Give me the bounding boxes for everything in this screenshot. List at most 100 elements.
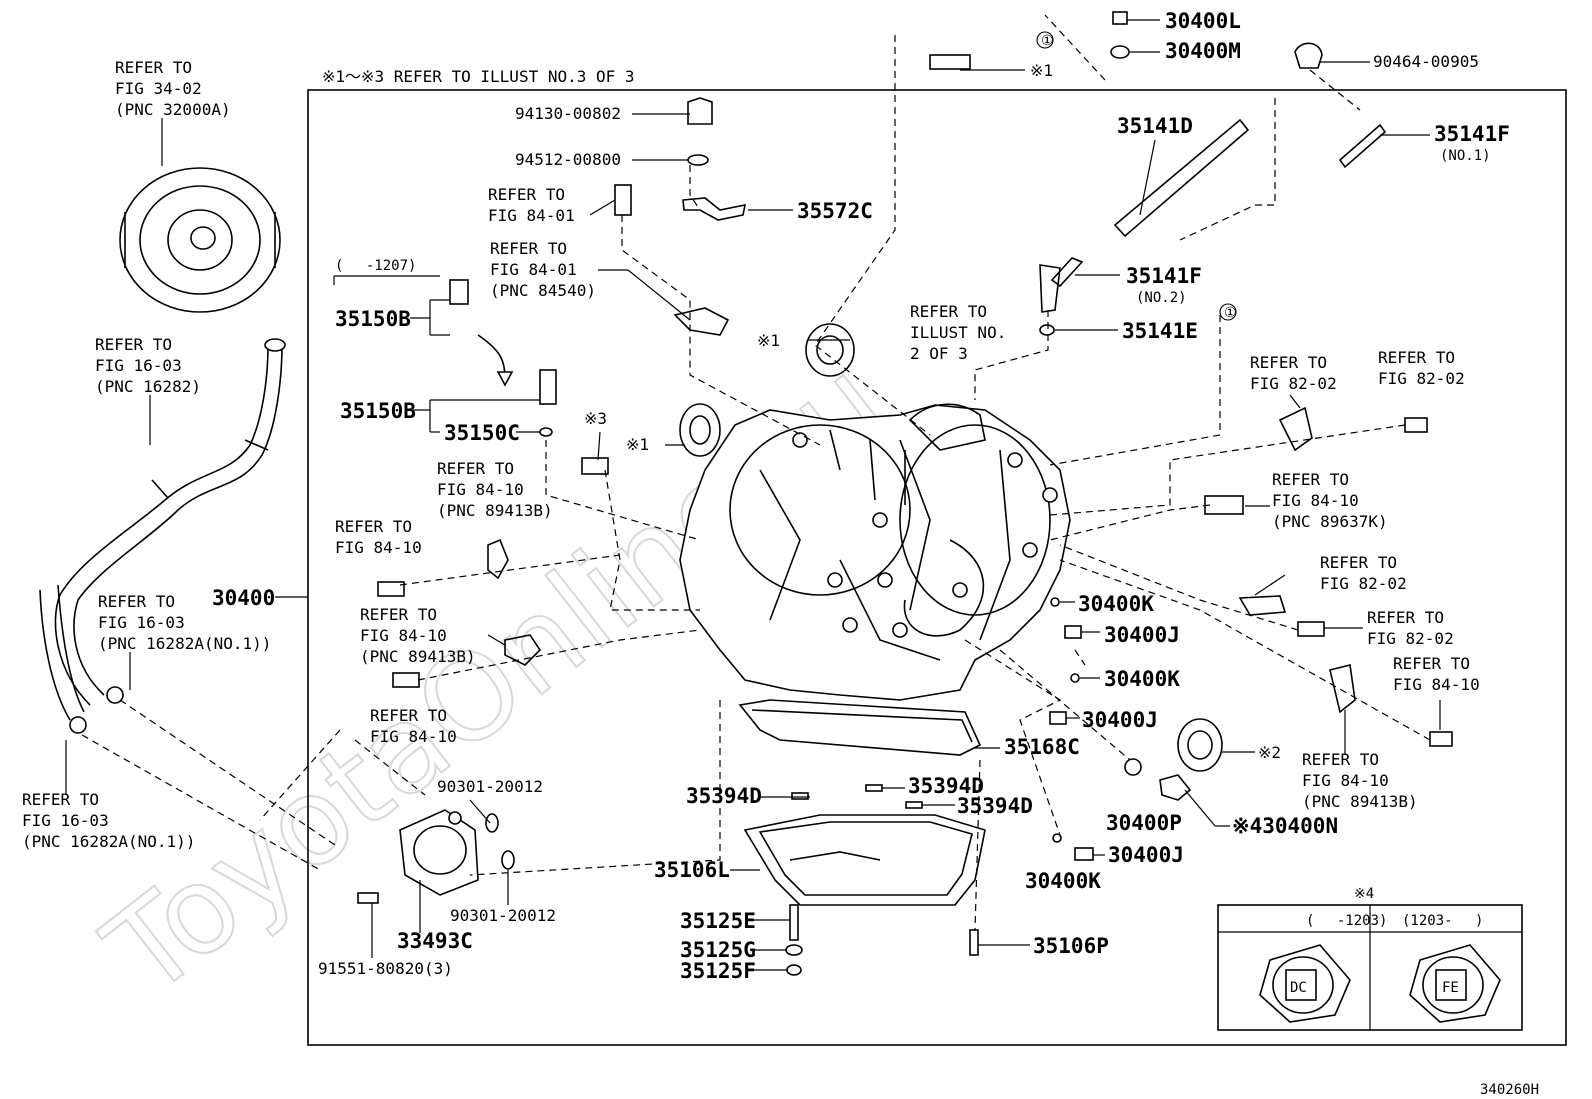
label-line: (PNC 16282A(NO.1)) <box>22 832 195 851</box>
label-pn-30400: 30400 <box>212 586 275 610</box>
bolt-fig84-01 <box>614 184 632 216</box>
label-line: 33493C <box>397 929 473 953</box>
oil-cooler-hose-drawing <box>39 338 286 734</box>
label-pn-30400k-b: 30400K <box>1104 667 1180 691</box>
label-line: REFER TO <box>910 302 987 321</box>
label-line: REFER TO <box>370 706 447 725</box>
label-line: 30400M <box>1165 39 1241 63</box>
bolt-91551 <box>357 892 379 904</box>
label-pn-35141f-no2: 35141F <box>1126 264 1202 288</box>
label-line: FIG 84-10 <box>1393 675 1480 694</box>
dipstick-35141f-no1 <box>1338 123 1387 169</box>
plug-30400j-2 <box>1049 711 1067 725</box>
inset-box <box>1217 904 1523 1031</box>
label-line: FIG 16-03 <box>22 811 109 830</box>
label-line: 30400K <box>1104 667 1180 691</box>
bolt-82-02-a <box>1404 417 1428 433</box>
label-line: ※3 <box>584 409 607 428</box>
label-line: ( -1207) <box>335 258 416 274</box>
diagram-id: 340260H <box>1480 1082 1539 1098</box>
label-line: REFER TO <box>490 239 567 258</box>
label-line: 30400P <box>1106 811 1182 835</box>
label-line: FIG 84-10 <box>437 480 524 499</box>
label-mark-x1-a: ※1 <box>626 435 649 454</box>
label-ref-fig-84-10-a: REFER TO FIG 84-10 (PNC 89413B) <box>437 459 553 520</box>
label-line: FIG 84-01 <box>490 260 577 279</box>
label-range-1207: ( -1207) <box>335 258 416 274</box>
label-line: REFER TO <box>1378 348 1455 367</box>
bracket-35572c <box>682 197 747 221</box>
label-pn-30400p: 30400P <box>1106 811 1182 835</box>
bolt-84-10-c <box>1429 731 1453 747</box>
clamp-90464 <box>1294 42 1323 69</box>
inset-right-header: (1203- ) <box>1402 913 1483 929</box>
label-line: FIG 84-01 <box>488 206 575 225</box>
label-line: 35394D <box>686 784 762 808</box>
gasket-35394d-1 <box>791 792 809 800</box>
label-line: FIG 84-10 <box>360 626 447 645</box>
label-line: (PNC 89413B) <box>437 501 553 520</box>
label-line: REFER TO <box>1272 470 1349 489</box>
label-line: 35141F <box>1434 122 1510 146</box>
label-ref-fig-84-10-g: REFER TO FIG 84-10 (PNC 89413B) <box>1302 750 1418 811</box>
inset-left-header: ( -1203) <box>1306 913 1387 929</box>
label-mark-x1-b: ※1 <box>757 331 780 350</box>
label-pn-94130-00802: 94130-00802 <box>515 104 621 123</box>
label-line: 35141E <box>1122 319 1198 343</box>
label-hdr-refer-illust: ※1～※3 REFER TO ILLUST NO.3 OF 3 <box>322 67 635 86</box>
label-line: REFER TO <box>437 459 514 478</box>
marker-1-right-text: ① <box>1224 305 1237 321</box>
oring-30400k-3 <box>1052 833 1062 843</box>
label-line: (PNC 89413B) <box>360 647 476 666</box>
label-line: 35150B <box>335 307 411 331</box>
label-line: REFER TO <box>22 790 99 809</box>
label-pn-35125g: 35125G <box>680 938 756 962</box>
label-pn-30400m: 30400M <box>1165 39 1241 63</box>
label-ref-fig-16-03-c: REFER TO FIG 16-03 (PNC 16282A(NO.1)) <box>22 790 195 851</box>
oring-30400k-2 <box>1070 673 1080 683</box>
label-sub-no1: (NO.1) <box>1440 148 1491 164</box>
marker-circle-1-right <box>1219 303 1237 321</box>
label-line: 35106P <box>1033 934 1109 958</box>
bracket-82-02-b <box>1238 595 1287 616</box>
label-line: (PNC 16282) <box>95 377 201 396</box>
oil-cooler-drawing <box>399 809 515 896</box>
label-pn-30400l: 30400L <box>1165 9 1241 33</box>
label-line: FIG 82-02 <box>1250 374 1337 393</box>
label-line: 35394D <box>908 774 984 798</box>
label-line: REFER TO <box>1302 750 1379 769</box>
marker-circle-1-top <box>1036 31 1054 49</box>
seal-2 <box>1177 718 1223 772</box>
label-line: (NO.2) <box>1136 290 1187 306</box>
label-pn-90301-20012-a: 90301-20012 <box>437 777 543 796</box>
nut-94130 <box>687 97 713 125</box>
label-pn-35572c: 35572C <box>797 199 873 223</box>
label-line: 90301-20012 <box>437 777 543 796</box>
label-line: FIG 84-10 <box>1302 771 1389 790</box>
label-line: ILLUST NO. <box>910 323 1006 342</box>
label-line: ※2 <box>1258 743 1281 762</box>
label-line: (PNC 89413B) <box>1302 792 1418 811</box>
seal-1b <box>679 403 721 457</box>
label-line: 30400J <box>1108 843 1184 867</box>
torque-converter-drawing <box>119 167 281 313</box>
label-pn-30400j-b: 30400J <box>1082 708 1158 732</box>
label-line: FIG 84-10 <box>1272 491 1359 510</box>
label-pn-30400j-c: 30400J <box>1108 843 1184 867</box>
washer-35125g <box>785 944 803 956</box>
label-pn-35125f: 35125F <box>680 959 756 983</box>
marker-1-top-text: ① <box>1041 33 1054 49</box>
washer-94512 <box>687 154 709 166</box>
label-line: FIG 82-02 <box>1320 574 1407 593</box>
transaxle-housing-drawing <box>679 403 1071 701</box>
label-line: 35125E <box>680 909 756 933</box>
label-pn-30400j-a: 30400J <box>1104 623 1180 647</box>
label-pn-90464-00905: 90464-00905 <box>1373 52 1479 71</box>
plug-30400p <box>1124 758 1142 776</box>
